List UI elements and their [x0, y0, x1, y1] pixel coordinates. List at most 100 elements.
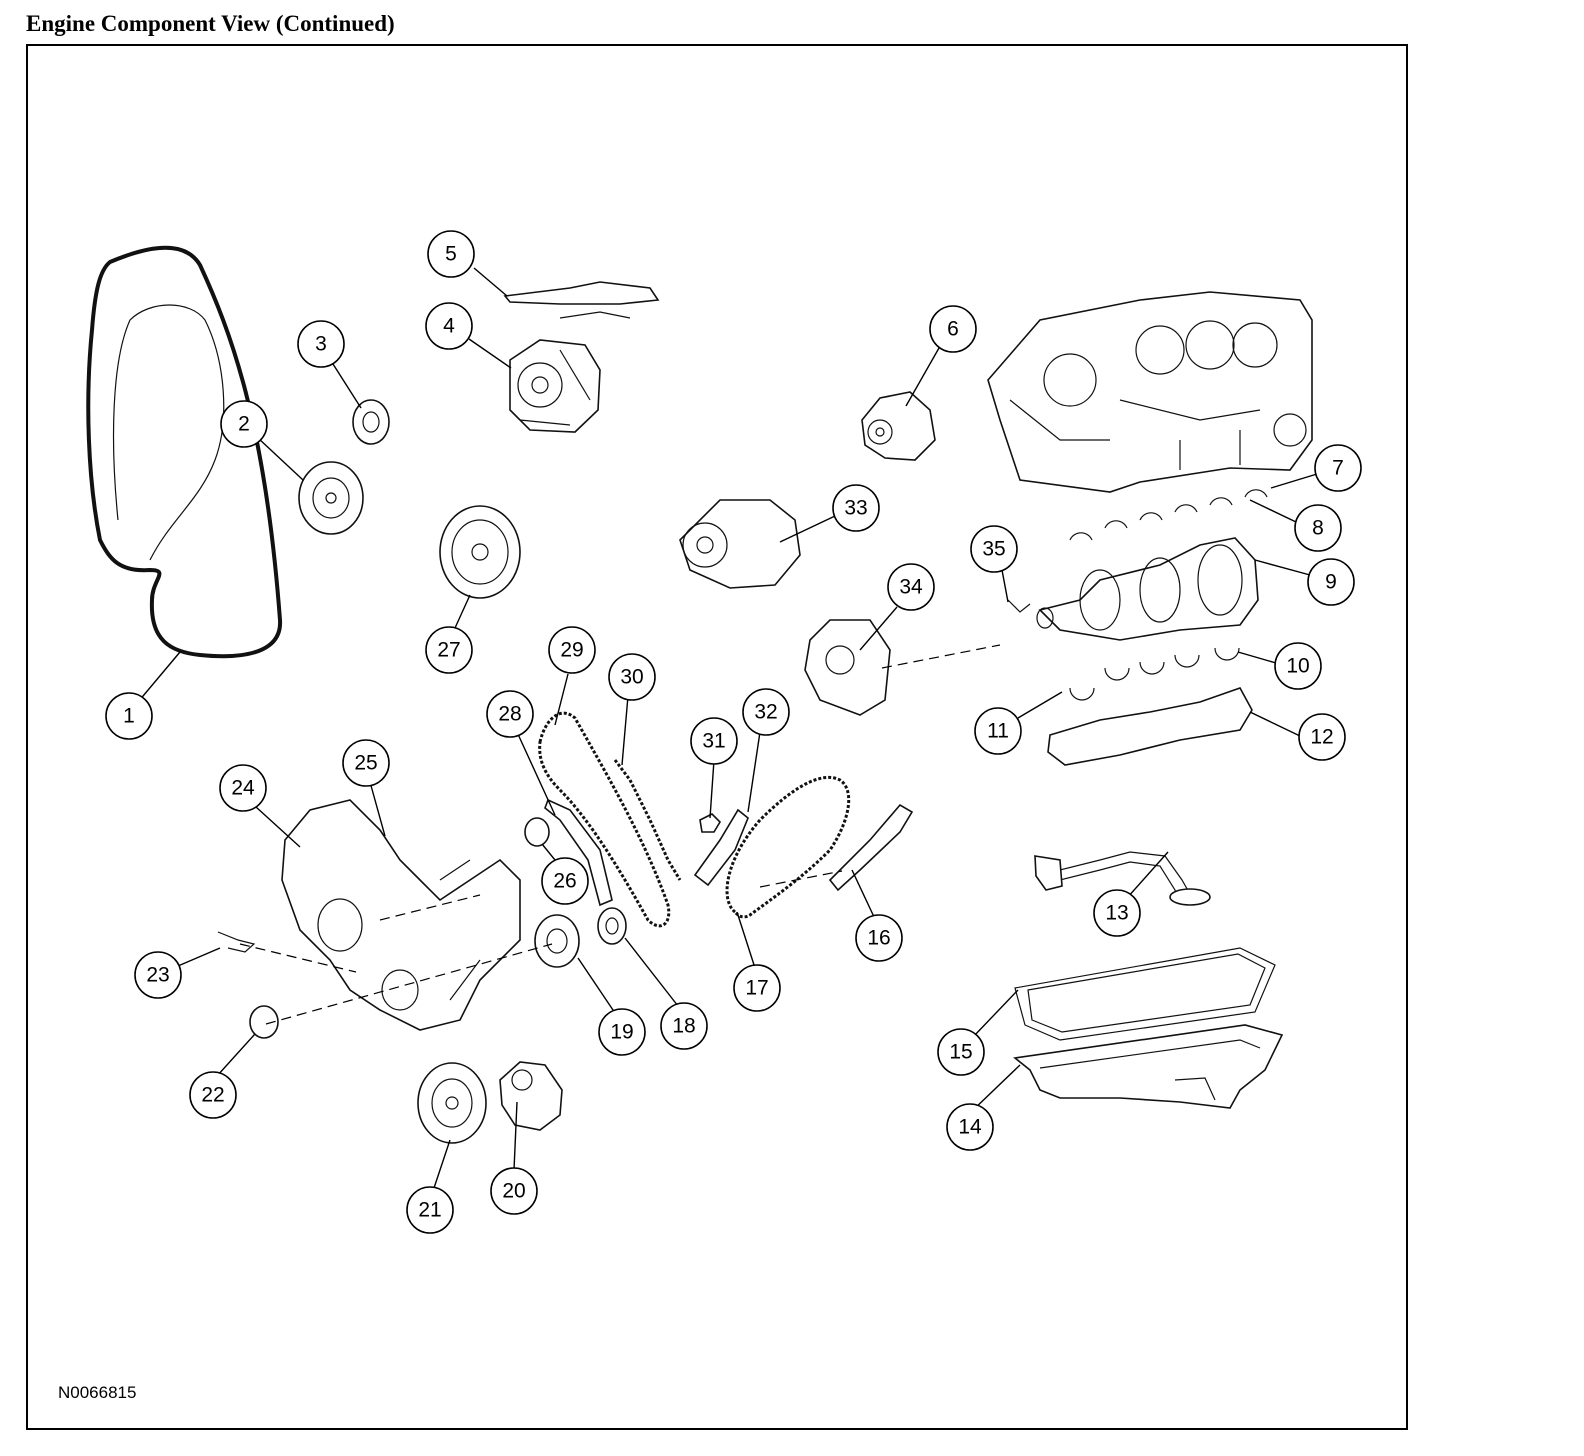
- oil-pan-gasket-drawing: [1014, 947, 1276, 1041]
- svg-text:18: 18: [672, 1015, 695, 1038]
- part-drawings: [86, 245, 1313, 1144]
- svg-text:15: 15: [949, 1041, 972, 1064]
- callout-5: 5: [427, 230, 475, 278]
- svg-text:6: 6: [947, 318, 959, 341]
- callout-17: 17: [733, 964, 781, 1012]
- callout-18: 18: [660, 1002, 708, 1050]
- callout-8: 8: [1294, 504, 1342, 552]
- callout-22: 22: [189, 1071, 237, 1119]
- svg-text:11: 11: [987, 720, 1009, 743]
- svg-text:33: 33: [844, 497, 867, 520]
- figure-id: N0066815: [58, 1383, 137, 1402]
- svg-text:27: 27: [437, 639, 460, 662]
- svg-text:17: 17: [745, 977, 768, 1000]
- tensioner-26-drawing: [524, 817, 550, 847]
- svg-text:1: 1: [123, 705, 135, 728]
- power-steering-pump-drawing: [499, 1061, 563, 1131]
- svg-text:23: 23: [146, 964, 169, 987]
- svg-text:35: 35: [982, 538, 1005, 561]
- svg-text:20: 20: [502, 1180, 525, 1203]
- crank-pulley-drawing: [439, 505, 521, 599]
- svg-text:4: 4: [443, 315, 455, 338]
- callout-2: 2: [220, 400, 268, 448]
- bolt-35-drawing: [1007, 599, 1031, 613]
- svg-text:22: 22: [201, 1084, 224, 1107]
- svg-text:12: 12: [1310, 726, 1333, 749]
- callout-35: 35: [970, 525, 1018, 573]
- svg-text:29: 29: [560, 639, 583, 662]
- svg-text:21: 21: [418, 1199, 441, 1222]
- sprocket-18-drawing: [597, 907, 627, 945]
- sprocket-19-drawing: [534, 914, 580, 968]
- bracket-5-drawing: [503, 281, 660, 305]
- svg-text:7: 7: [1332, 457, 1344, 480]
- chain-guide-16-drawing: [828, 803, 914, 892]
- callout-3: 3: [297, 320, 345, 368]
- svg-text:24: 24: [231, 777, 255, 800]
- pulley-2-drawing: [298, 461, 364, 535]
- callout-7: 7: [1314, 444, 1362, 492]
- chain-guide-28-drawing: [544, 798, 613, 907]
- svg-text:32: 32: [754, 701, 777, 724]
- callout-30: 30: [608, 653, 656, 701]
- ac-compressor-drawing: [679, 499, 801, 589]
- svg-text:16: 16: [867, 927, 890, 950]
- callout-31: 31: [690, 717, 738, 765]
- svg-text:19: 19: [610, 1021, 633, 1044]
- callout-9: 9: [1307, 558, 1355, 606]
- callout-26: 26: [541, 857, 589, 905]
- timing-chain-17-drawing: [725, 775, 851, 919]
- cylinder-block-drawing: [987, 291, 1313, 493]
- svg-text:14: 14: [958, 1116, 982, 1139]
- leader-lines: [137, 267, 1318, 1189]
- callout-21: 21: [406, 1186, 454, 1234]
- callout-16: 16: [855, 914, 903, 962]
- callout-4: 4: [425, 302, 473, 350]
- callout-12: 12: [1298, 713, 1346, 761]
- callout-6: 6: [929, 305, 977, 353]
- oil-pan-drawing: [1013, 1024, 1284, 1109]
- svg-text:5: 5: [445, 243, 457, 266]
- bearing-caps-drawing: [1047, 687, 1253, 766]
- svg-text:31: 31: [702, 730, 725, 753]
- callout-25: 25: [342, 739, 390, 787]
- callout-15: 15: [937, 1028, 985, 1076]
- timing-chain-30-drawing: [613, 759, 682, 881]
- water-pump-drawing: [861, 391, 936, 461]
- callout-27: 27: [425, 626, 473, 674]
- callout-24: 24: [219, 764, 267, 812]
- generator-drawing: [509, 339, 601, 433]
- callout-34: 34: [887, 563, 935, 611]
- svg-text:2: 2: [238, 413, 250, 436]
- callout-10: 10: [1274, 642, 1322, 690]
- callout-13: 13: [1093, 889, 1141, 937]
- svg-text:30: 30: [620, 666, 643, 689]
- svg-text:13: 13: [1105, 902, 1128, 925]
- alignment-lines: [239, 644, 1001, 1025]
- callout-14: 14: [946, 1103, 994, 1151]
- svg-text:26: 26: [553, 870, 576, 893]
- seal-22-drawing: [249, 1005, 279, 1039]
- callout-20: 20: [490, 1167, 538, 1215]
- svg-text:8: 8: [1312, 517, 1324, 540]
- page-title: Engine Component View (Continued): [26, 11, 395, 36]
- sensor-23-drawing: [217, 931, 256, 953]
- crankshaft-drawing: [1036, 537, 1259, 641]
- oil-pump-drawing: [804, 619, 891, 716]
- callout-28: 28: [486, 690, 534, 738]
- callout-33: 33: [832, 484, 880, 532]
- upper-bearings-drawing: [1069, 489, 1268, 541]
- timing-chain-29-drawing: [538, 711, 671, 928]
- callout-23: 23: [134, 951, 182, 999]
- drive-belt-drawing: [86, 245, 283, 659]
- lower-bearings-drawing: [1069, 647, 1240, 701]
- chain-guide-32-drawing: [693, 808, 749, 887]
- svg-text:3: 3: [315, 333, 327, 356]
- diagram-frame: [26, 44, 1408, 1430]
- svg-text:10: 10: [1286, 655, 1309, 678]
- svg-text:28: 28: [498, 703, 521, 726]
- svg-text:9: 9: [1325, 571, 1337, 594]
- pulley-21-drawing: [417, 1062, 487, 1144]
- oil-pickup-drawing: [1034, 851, 1211, 906]
